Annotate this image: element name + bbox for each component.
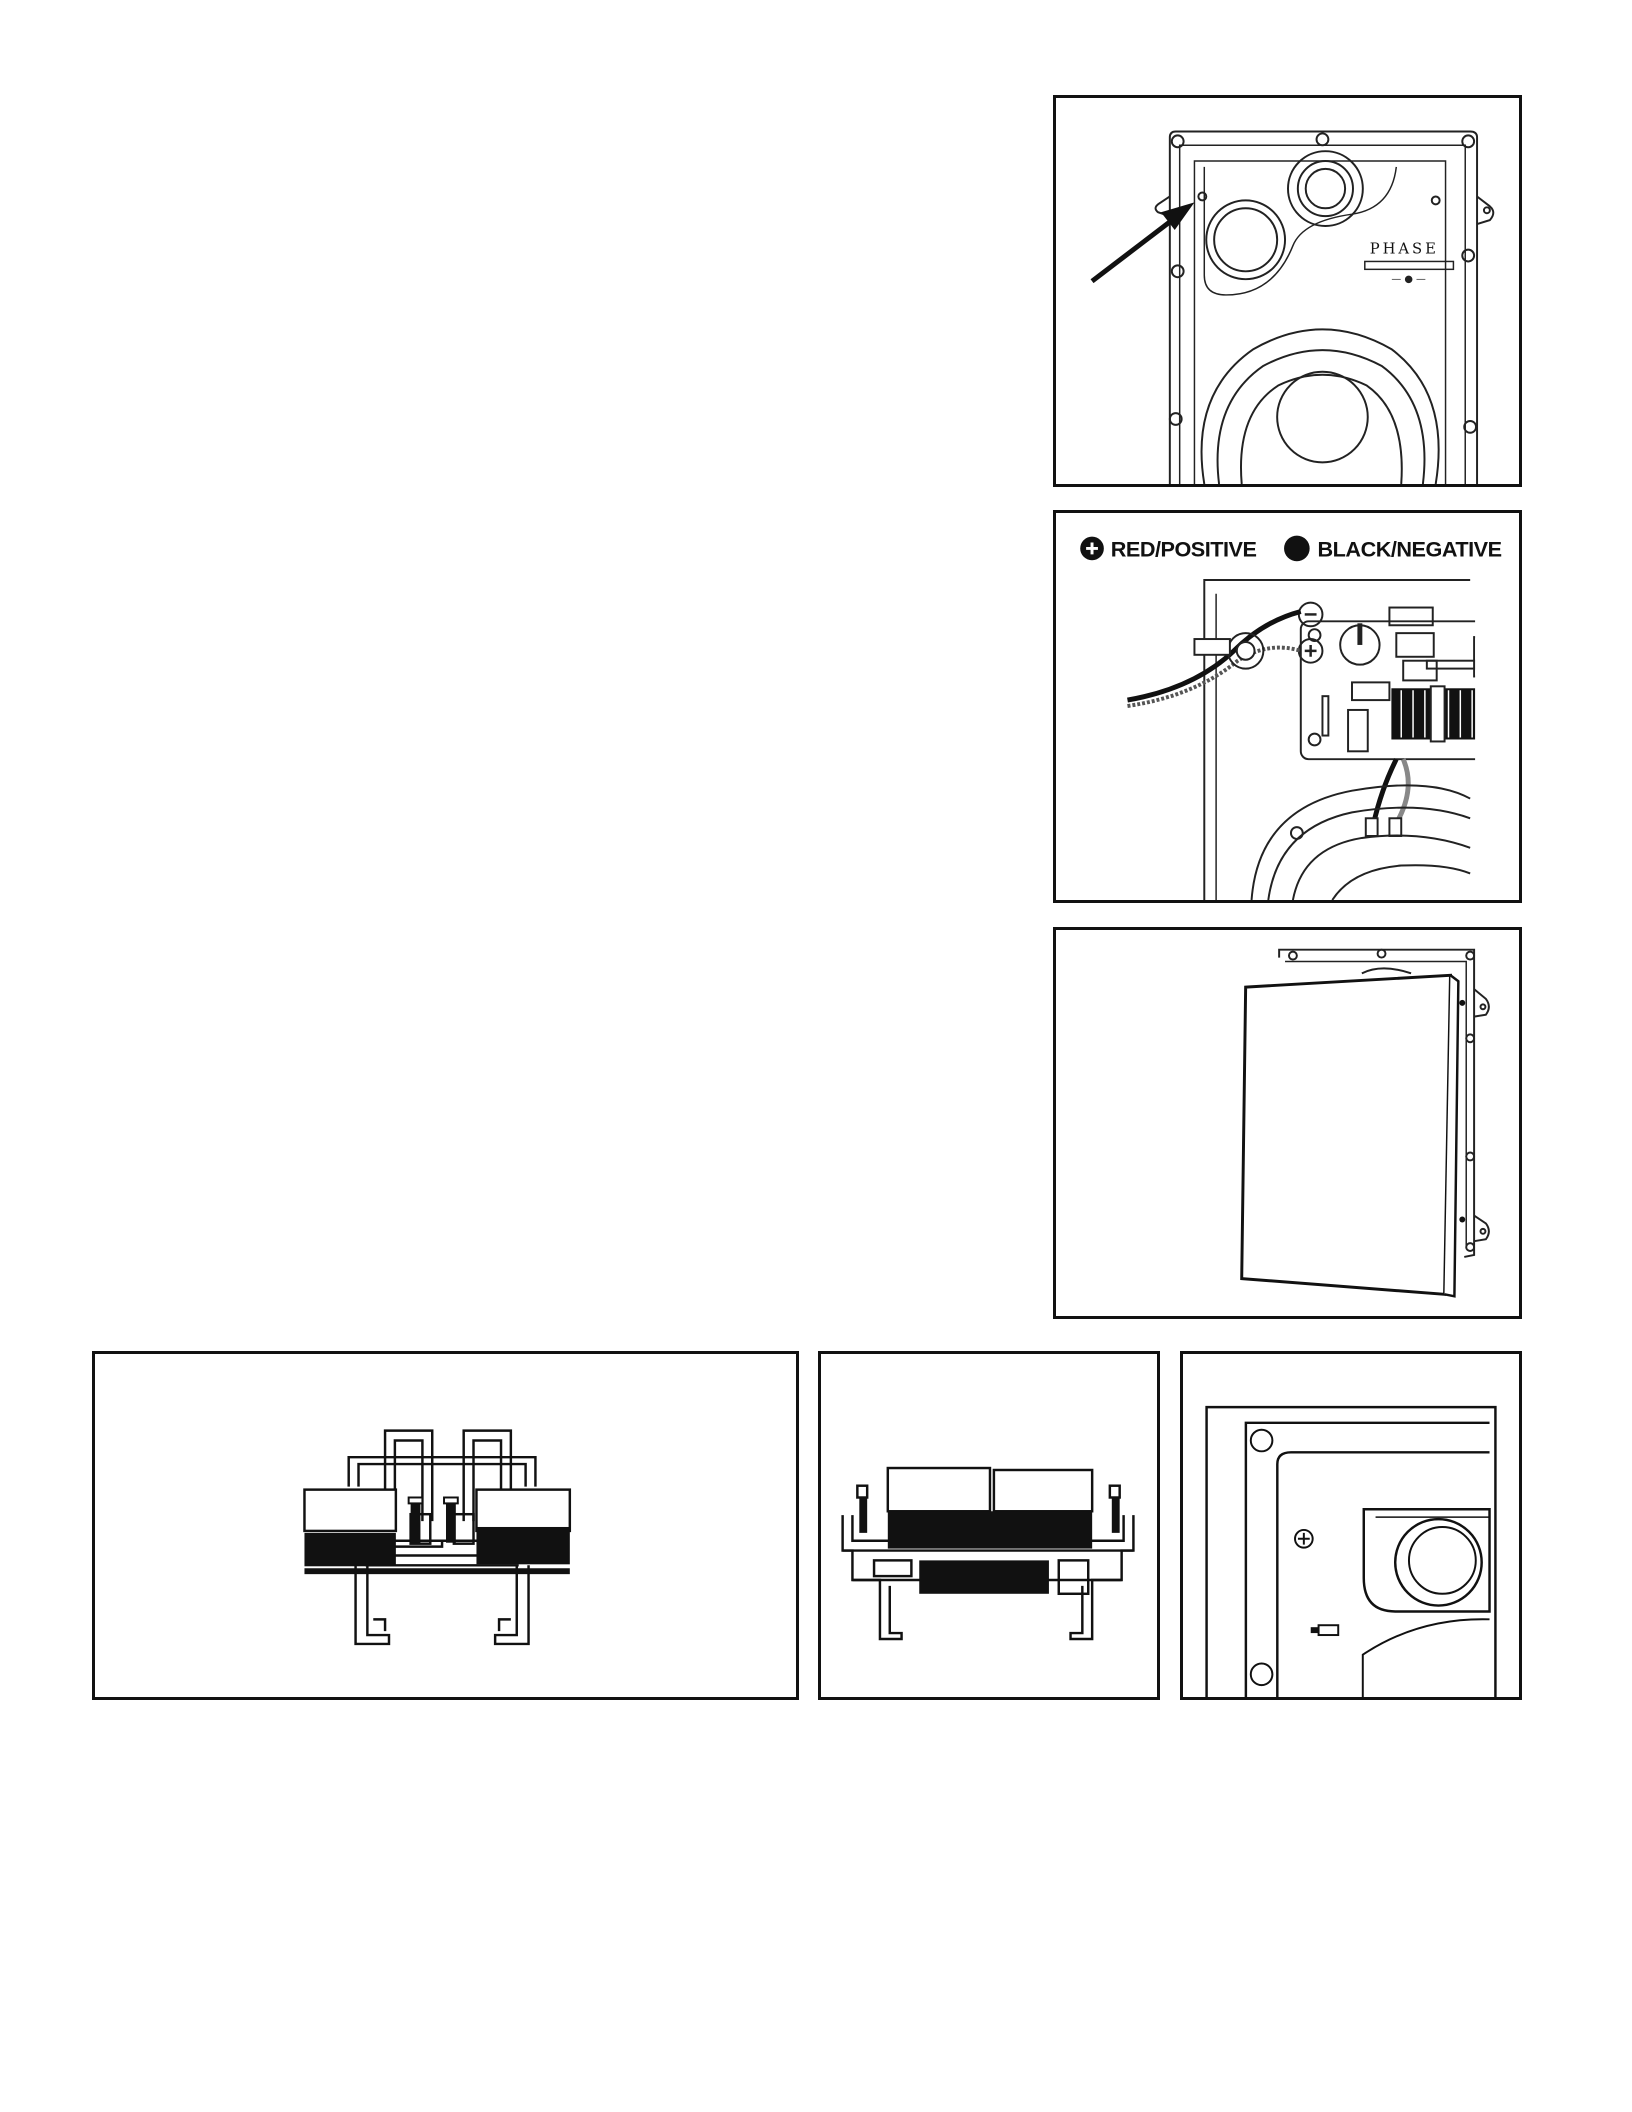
figure-corner-detail	[1180, 1351, 1522, 1700]
corner-detail-illustration	[1183, 1354, 1519, 1697]
cross-section-side-illustration	[821, 1354, 1157, 1697]
svg-text:— ● —: — ● —	[1391, 274, 1426, 285]
wiring-illustration: RED/POSITIVE BLACK/NEGATIVE	[1056, 513, 1519, 900]
figure-wiring: RED/POSITIVE BLACK/NEGATIVE	[1053, 510, 1522, 903]
brand-logo: PHASE	[1370, 241, 1439, 258]
figure-mount-tab-screw: PHASE — ● —	[1053, 95, 1522, 487]
figure-cross-section-side	[818, 1351, 1160, 1700]
figure-grille	[1053, 927, 1522, 1319]
legend-positive: RED/POSITIVE	[1080, 536, 1256, 561]
cross-section-front-illustration	[95, 1354, 796, 1697]
legend-negative: BLACK/NEGATIVE	[1284, 536, 1502, 562]
svg-text:RED/POSITIVE: RED/POSITIVE	[1111, 536, 1257, 561]
grille-illustration	[1056, 930, 1519, 1316]
figure-cross-section-front	[92, 1351, 799, 1700]
svg-text:BLACK/NEGATIVE: BLACK/NEGATIVE	[1318, 536, 1502, 561]
filled-circle-icon	[1284, 536, 1310, 562]
screw-icon	[1295, 1530, 1313, 1548]
speaker-frame-illustration: PHASE — ● —	[1056, 98, 1519, 484]
